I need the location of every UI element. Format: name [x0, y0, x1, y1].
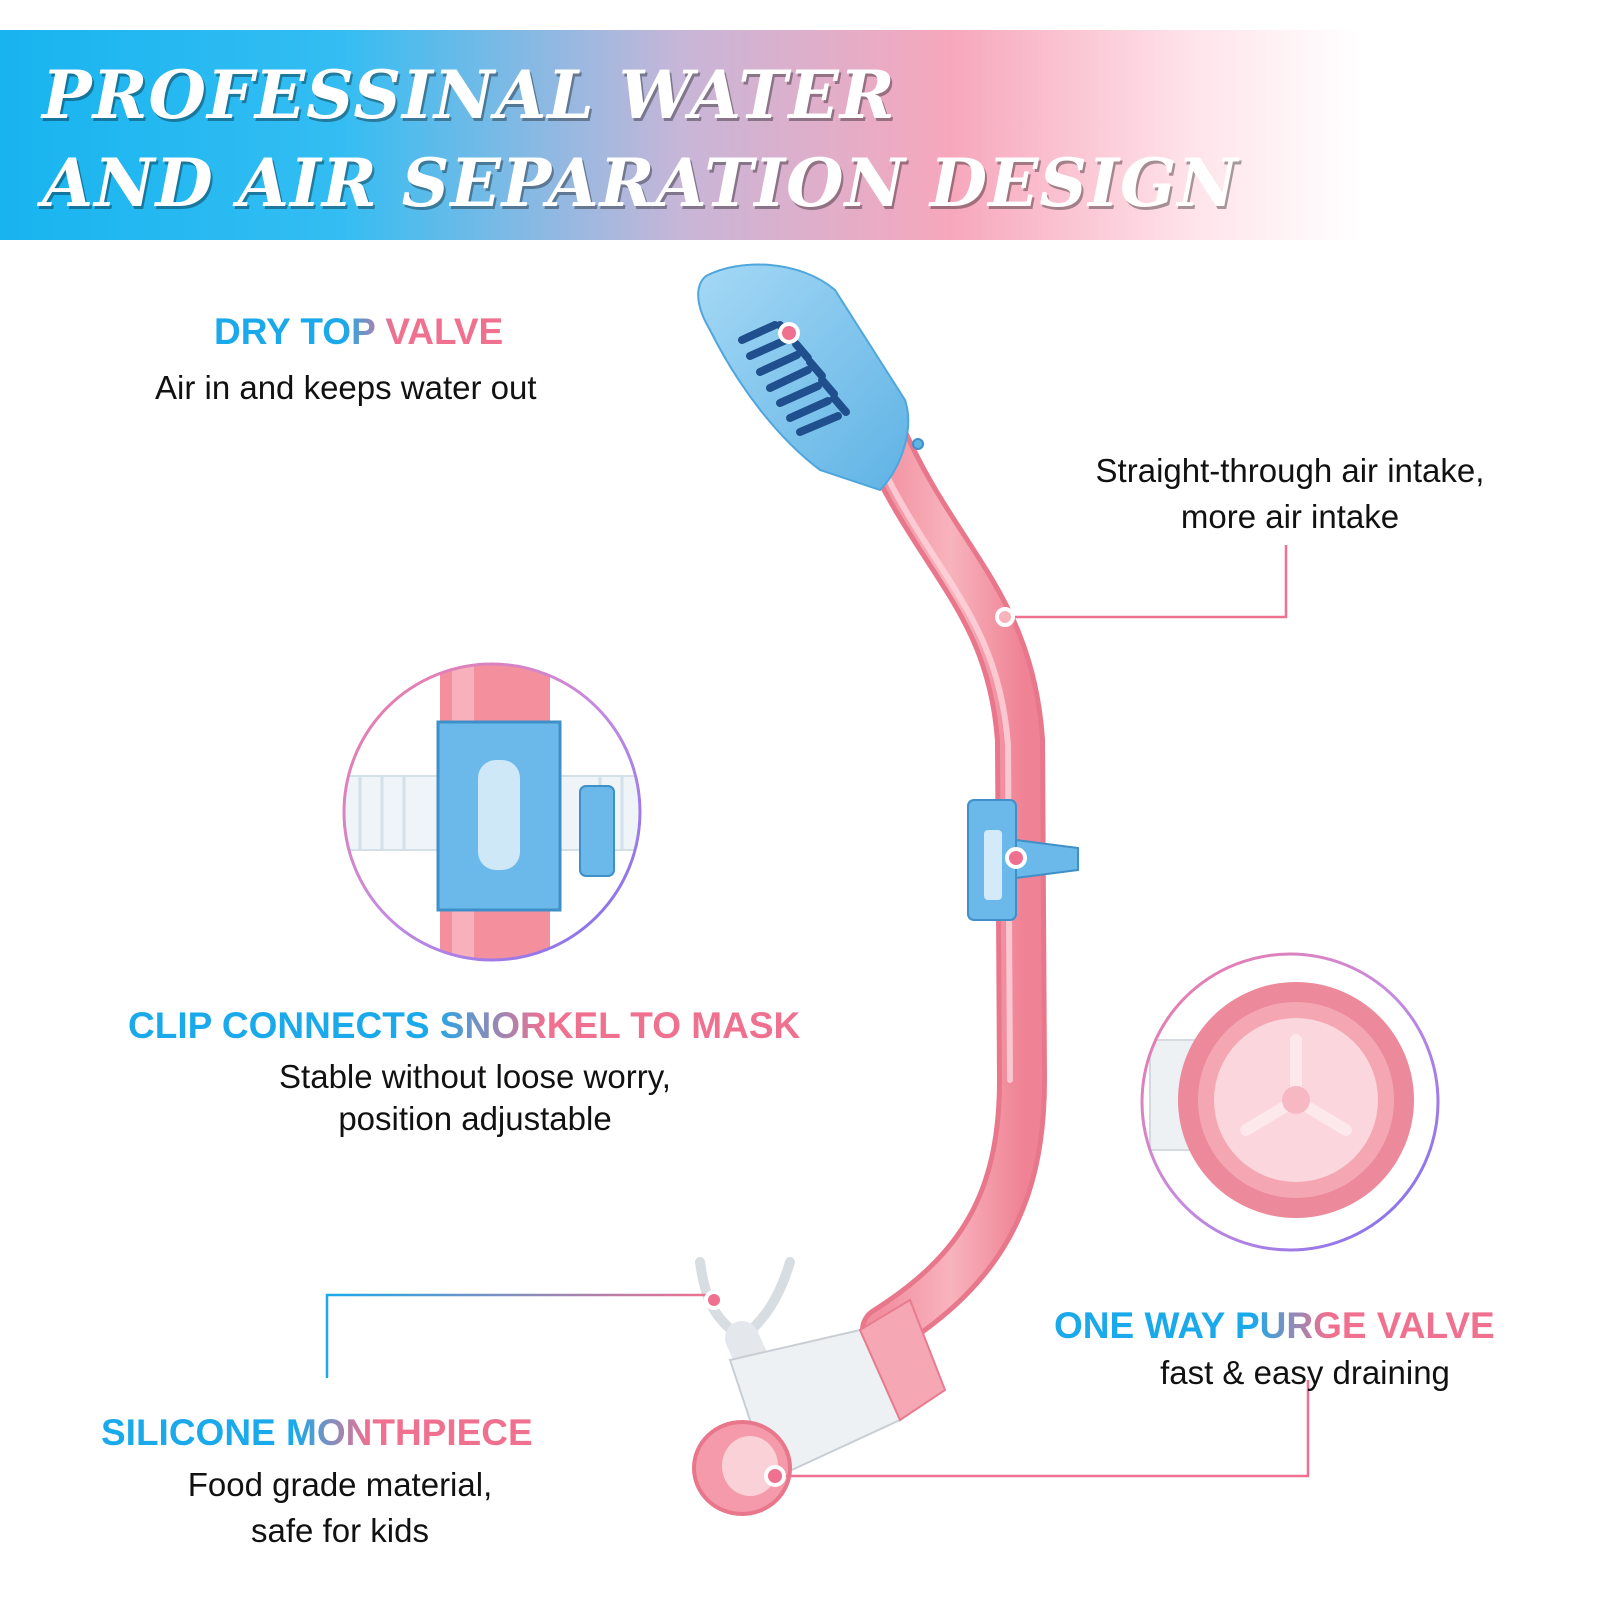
- mouthpiece-desc-line-2: safe for kids: [251, 1512, 429, 1549]
- purge-detail-circle: [1140, 952, 1440, 1252]
- tube-clip: [967, 799, 1079, 921]
- banner-title-line-2: AND AIR SEPARATION DESIGN: [42, 144, 1239, 222]
- purge-valve-title: ONE WAY PURGE VALVE: [1054, 1305, 1495, 1346]
- dry-top-valve-desc: Air in and keeps water out: [155, 369, 537, 406]
- dry-top-valve: [697, 263, 924, 492]
- banner-title-line-1: PROFESSINAL WATER: [42, 56, 896, 134]
- mouthpiece-title: SILICONE MONTHPIECE: [101, 1412, 533, 1453]
- marker-dot-clip: [1005, 847, 1027, 869]
- air-intake-desc-line-1: Straight-through air intake,: [1095, 452, 1485, 489]
- purge-valve-desc: fast & easy draining: [1160, 1354, 1450, 1391]
- clip-desc-line-2: position adjustable: [338, 1100, 612, 1137]
- air-intake-desc-line-2: more air intake: [1180, 498, 1400, 535]
- marker-dot-valve: [778, 322, 800, 344]
- clip-detail-circle: [342, 662, 642, 962]
- clip-desc-line-1: Stable without loose worry,: [279, 1058, 671, 1095]
- mouthpiece-desc-line-1: Food grade material,: [187, 1466, 493, 1503]
- header-banner: [0, 30, 1360, 240]
- marker-dot-mouthpiece: [704, 1290, 724, 1310]
- snorkel-tube: [855, 405, 1048, 1355]
- leader-lines: [325, 329, 1310, 1478]
- marker-dot-purge: [764, 1465, 786, 1487]
- marker-dot-intake: [995, 607, 1015, 627]
- dry-top-valve-title: DRY TOP VALVE: [214, 311, 504, 352]
- purge-valve-end: [692, 1420, 792, 1516]
- marker-dots: [704, 322, 1027, 1487]
- clip-title: CLIP CONNECTS SNORKEL TO MASK: [128, 1005, 801, 1046]
